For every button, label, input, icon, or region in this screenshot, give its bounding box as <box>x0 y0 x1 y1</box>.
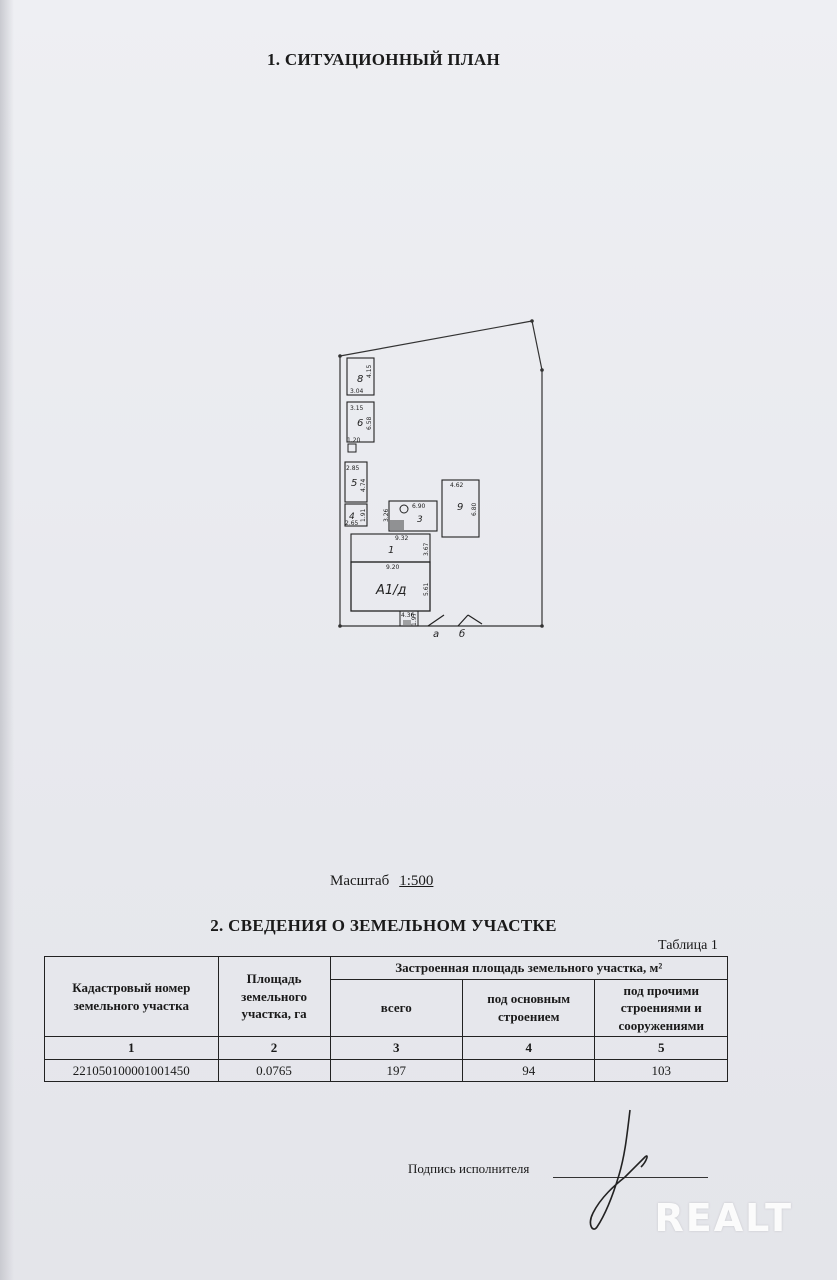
dimension-label: 1.20 <box>347 437 361 444</box>
dimension-label: 6.90 <box>412 503 426 510</box>
situation-plan: 8 6 5 4 3 9 1 А1/д 3.04 4.15 3.15 6.58 1… <box>320 310 560 650</box>
situation-plan-drawing: 8 6 5 4 3 9 1 А1/д 3.04 4.15 3.15 6.58 1… <box>338 319 544 640</box>
gate-label: а <box>433 629 439 640</box>
dimension-label: 2.85 <box>346 465 360 472</box>
land-plot-table: Кадастровый номер земельного участка Пло… <box>44 955 728 1083</box>
building-3 <box>388 500 438 532</box>
built-area-total: 197 <box>329 1058 463 1083</box>
scale-value: 1:500 <box>399 873 434 889</box>
section-1-title: 1. СИТУАЦИОННЫЙ ПЛАН <box>266 50 501 69</box>
built-area-main: 94 <box>461 1058 596 1083</box>
dimension-label: 3.67 <box>423 542 430 556</box>
column-number: 3 <box>329 1036 463 1060</box>
table-caption: Таблица 1 <box>658 938 718 953</box>
room-label: 1 <box>388 545 394 556</box>
column-number: 1 <box>44 1036 219 1060</box>
scale-label: Масштаб <box>330 873 390 889</box>
header-other-buildings: под прочими строениями и сооружениями <box>594 978 728 1038</box>
building-6 <box>346 401 375 443</box>
plot-area: 0.0765 <box>217 1058 331 1083</box>
dimension-label: 1.91 <box>360 508 367 522</box>
header-total: всего <box>329 978 463 1038</box>
column-number: 2 <box>217 1036 331 1060</box>
lot-boundary <box>339 320 543 627</box>
table-row: 221050100001001450 0.0765 197 94 103 <box>44 1058 728 1083</box>
room-label: 6 <box>357 418 363 429</box>
handwritten-signature <box>589 1109 648 1230</box>
signature-line <box>553 1177 708 1178</box>
cadastral-number: 221050100001001450 <box>44 1058 219 1083</box>
dimension-label: 4.62 <box>450 482 464 489</box>
gate-a <box>427 614 445 627</box>
dimension-label: 2.65 <box>345 520 359 527</box>
dimension-label: 1.97 <box>411 612 418 626</box>
dimension-label: 5.61 <box>423 582 430 596</box>
gate-label: б <box>459 628 465 640</box>
dimension-label: 6.80 <box>471 502 478 516</box>
built-area-other: 103 <box>594 1058 728 1083</box>
scale-line: Масштаб 1:500 <box>330 873 433 890</box>
building-9 <box>441 479 480 538</box>
dimension-label: 4.15 <box>366 364 373 378</box>
column-number: 4 <box>461 1036 596 1060</box>
room-label: 8 <box>357 374 363 385</box>
gate-b <box>457 614 469 627</box>
building-4 <box>344 503 368 527</box>
room-label: 4 <box>349 512 355 522</box>
building-5 <box>344 461 368 503</box>
header-cadastral: Кадастровый номер земельного участка <box>44 955 219 1038</box>
dimension-label: 3.15 <box>350 405 364 412</box>
dimension-label: 9.32 <box>395 535 409 542</box>
room-label: А1/д <box>375 583 407 598</box>
watermark-logo: REALT <box>654 1196 793 1240</box>
header-area: Площадь земельного участка, га <box>217 955 331 1038</box>
dimension-label: 3.26 <box>383 508 390 522</box>
section-2-title: 2. СВЕДЕНИЯ О ЗЕМЕЛЬНОМ УЧАСТКЕ <box>210 916 557 935</box>
dimension-label: 6.58 <box>366 416 373 430</box>
header-built-area: Застроенная площадь земельного участка, … <box>329 956 728 980</box>
building-8 <box>346 357 375 396</box>
table-row: 1 2 3 4 5 <box>44 1036 728 1060</box>
room-label: 9 <box>457 502 463 513</box>
dimension-label: 3.04 <box>350 388 364 395</box>
dimension-label: 4.74 <box>360 478 367 492</box>
dimension-label: 9.20 <box>386 564 400 571</box>
dimension-label: 4.36 <box>401 612 415 619</box>
room-label: 5 <box>351 478 357 489</box>
building-small <box>347 443 357 453</box>
header-main-building: под основным строением <box>461 978 596 1038</box>
page-edge-shadow <box>0 0 14 1280</box>
main-house <box>350 561 431 612</box>
signature-label: Подпись исполнителя <box>408 1161 530 1176</box>
column-number: 5 <box>594 1036 728 1060</box>
porch <box>399 610 419 627</box>
room-label: 3 <box>417 515 423 525</box>
